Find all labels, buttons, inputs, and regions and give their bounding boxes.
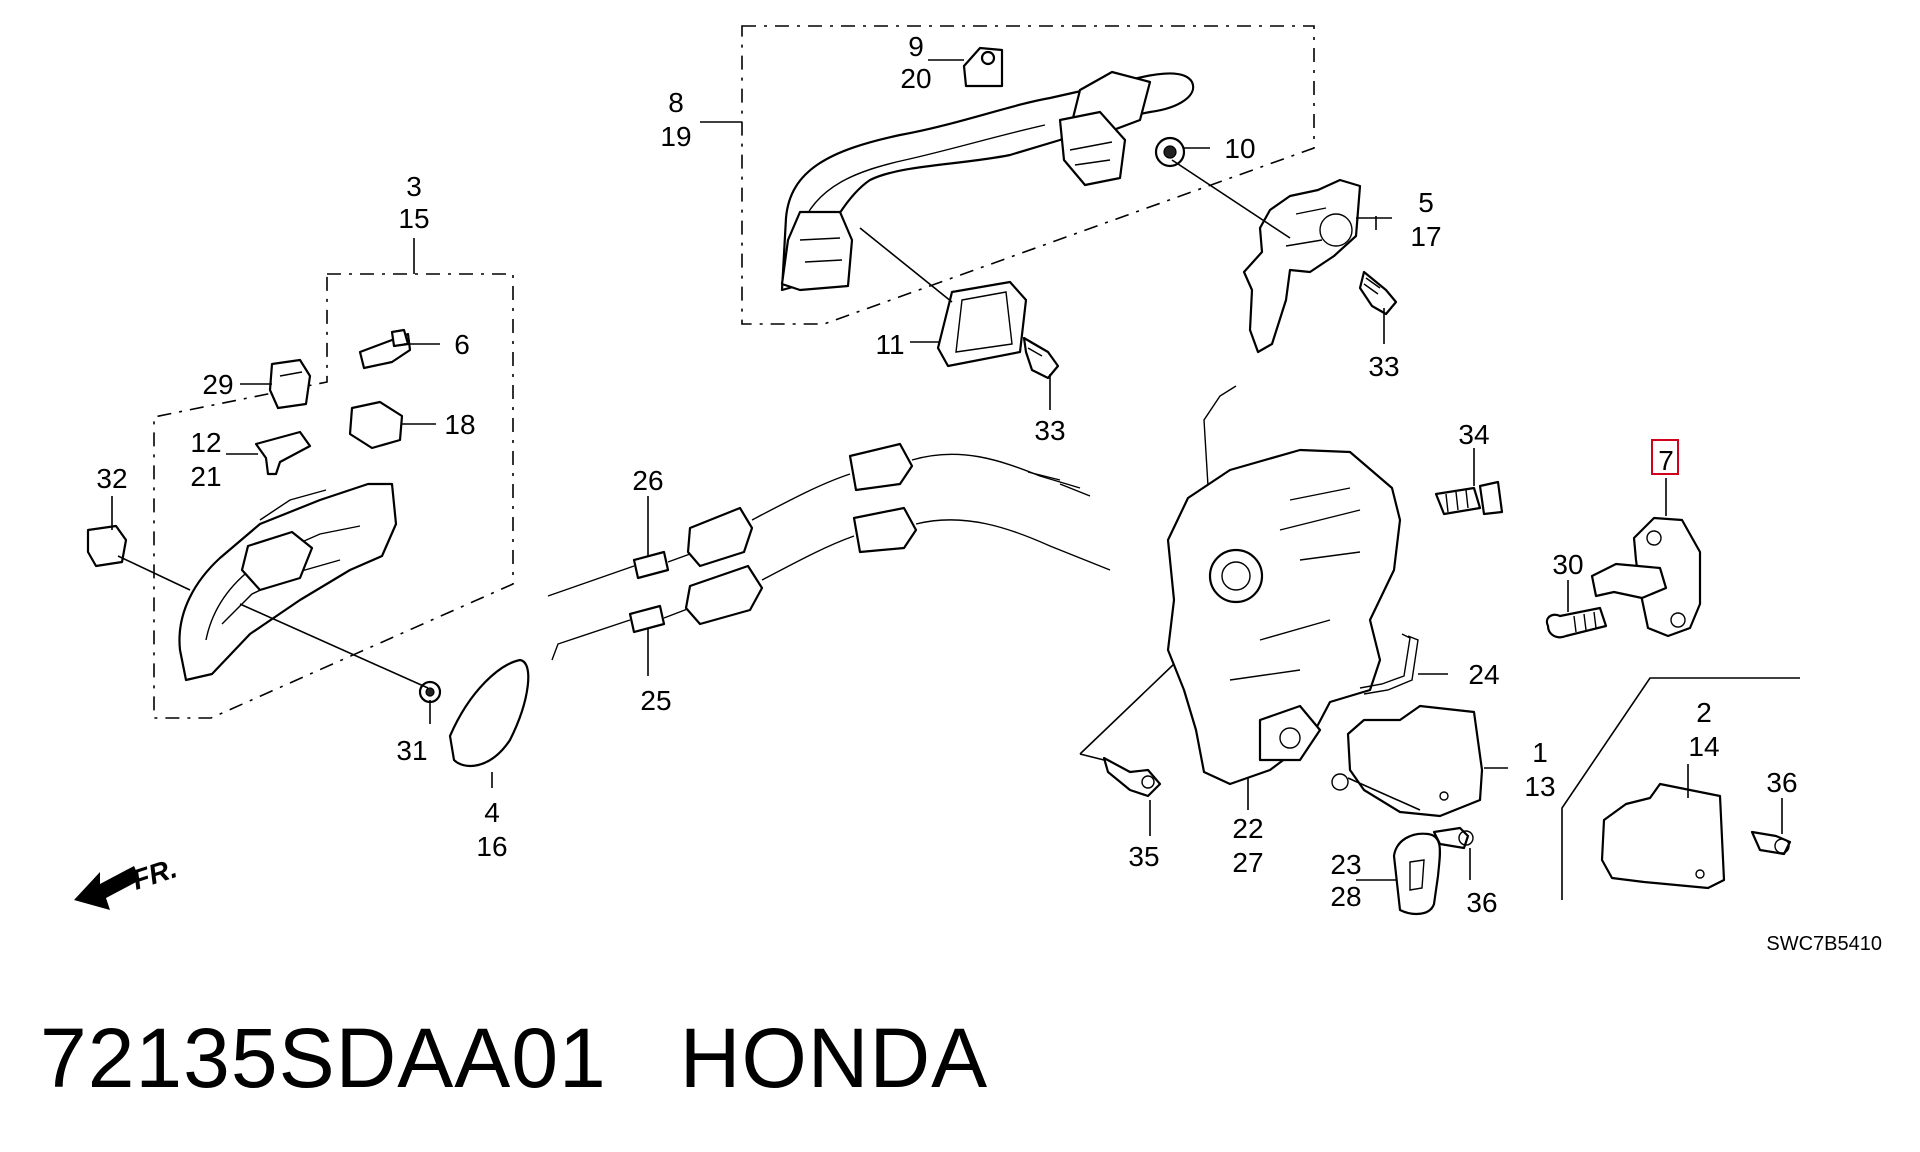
handle-cap <box>448 658 530 768</box>
bolt-34 <box>1434 480 1504 516</box>
leader-lines <box>111 59 1783 881</box>
part-number: 72135SDAA01 <box>40 1011 607 1105</box>
outer-door-handle <box>780 70 1195 292</box>
bolt-33-b <box>1358 270 1398 316</box>
callout-13: 13 <box>1524 771 1555 802</box>
callout-26: 26 <box>632 465 663 496</box>
clip-32 <box>86 524 128 568</box>
callout-32: 32 <box>96 463 127 494</box>
callout-16: 16 <box>476 831 507 862</box>
callout-30: 30 <box>1552 549 1583 580</box>
callout-15: 15 <box>398 203 429 234</box>
cable-25 <box>551 506 1111 661</box>
callout-4: 4 <box>484 797 500 828</box>
callout-28: 28 <box>1330 881 1361 912</box>
diagram-code: SWC7B5410 <box>1766 933 1882 955</box>
callout-12: 12 <box>190 427 221 458</box>
callout-11: 11 <box>875 329 904 360</box>
part-number-footer: 72135SDAA01 HONDA <box>40 1010 988 1107</box>
clip-29 <box>268 358 312 410</box>
bolt-33-a <box>1022 336 1060 380</box>
callout-19: 19 <box>660 121 691 152</box>
screw-36-b <box>1750 830 1792 856</box>
cable-26 <box>547 442 1091 597</box>
inner-door-handle <box>178 482 398 682</box>
callout-36-a: 36 <box>1466 887 1497 918</box>
front-direction-arrow <box>74 866 140 910</box>
callout-labels: 3 15 6 18 29 12 21 32 31 4 16 26 25 9 20… <box>96 31 1797 918</box>
handle-bracket <box>1242 178 1362 354</box>
door-striker <box>1590 516 1702 638</box>
callout-10: 10 <box>1224 133 1255 164</box>
latch-boot <box>1392 832 1442 916</box>
callout-7: 7 <box>1658 445 1674 476</box>
callout-3: 3 <box>406 171 422 202</box>
callout-20: 20 <box>900 63 931 94</box>
screw-30 <box>1545 606 1608 639</box>
callout-22: 22 <box>1232 813 1263 844</box>
rod-holder-6 <box>358 328 412 370</box>
screw-36-a <box>1432 826 1474 850</box>
callout-21: 21 <box>190 461 221 492</box>
latch-cover <box>1331 704 1484 818</box>
callout-17: 17 <box>1410 221 1441 252</box>
callout-2: 2 <box>1696 697 1712 728</box>
callout-9: 9 <box>908 31 924 62</box>
callout-1: 1 <box>1532 737 1548 768</box>
callout-24: 24 <box>1468 659 1499 690</box>
callout-23: 23 <box>1330 849 1361 880</box>
grommet <box>1154 136 1186 168</box>
callout-27: 27 <box>1232 847 1263 878</box>
callout-34: 34 <box>1458 419 1489 450</box>
callout-33-a: 33 <box>1034 415 1065 446</box>
callout-6: 6 <box>454 329 470 360</box>
front-direction-label: FR. <box>128 852 180 895</box>
callout-8: 8 <box>668 87 684 118</box>
callout-5: 5 <box>1418 187 1434 218</box>
rear-latch-cover <box>1600 782 1726 890</box>
callout-25: 25 <box>640 685 671 716</box>
rear-cover-group-box <box>1561 677 1800 900</box>
handle-clip <box>962 46 1004 88</box>
callout-18: 18 <box>444 409 475 440</box>
callout-31: 31 <box>396 735 427 766</box>
callout-29: 29 <box>202 369 233 400</box>
callout-36-b: 36 <box>1766 767 1797 798</box>
bolt-35 <box>1102 756 1162 798</box>
rod-24 <box>1359 633 1419 695</box>
clip-12 <box>254 430 312 476</box>
brand-name: HONDA <box>679 1011 989 1105</box>
callout-35: 35 <box>1128 841 1159 872</box>
callout-33-b: 33 <box>1368 351 1399 382</box>
callout-14: 14 <box>1688 731 1719 762</box>
door-latch-actuator <box>1166 385 1402 786</box>
rod-holder-18 <box>348 400 404 450</box>
callout-7-highlight-box <box>1651 439 1679 475</box>
handle-base-gasket <box>936 280 1028 368</box>
